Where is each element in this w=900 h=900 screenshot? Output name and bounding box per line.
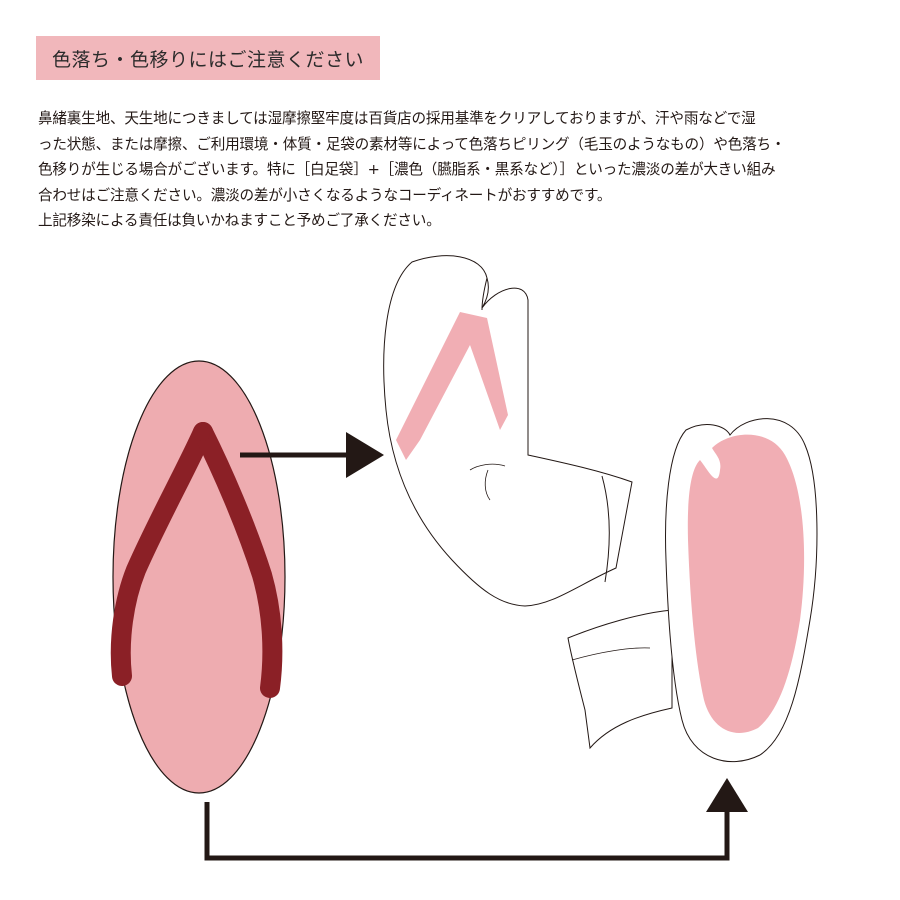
- paragraph-line: 合わせはご注意ください。濃淡の差が小さくなるようなコーディネートがおすすめです。: [38, 186, 612, 204]
- arrow-up-icon: [204, 778, 748, 861]
- section-title: 色落ち・色移りにはご注意ください: [36, 36, 381, 80]
- arrow-right-icon: [240, 432, 384, 478]
- tabi-sock-icon: [383, 255, 633, 607]
- paragraph-line: 鼻緒裏生地、天生地につきましては湿摩擦堅牢度は百貨店の採用基準をクリアしておりま…: [38, 110, 756, 127]
- paragraph-line: 上記移染による責任は負いかねますこと予めご了承ください。: [38, 212, 441, 229]
- section-title-text: 色落ち・色移りにはご注意ください: [52, 48, 365, 71]
- tabi-sole-icon: [567, 418, 818, 763]
- notice-paragraph: 鼻緒裏生地、天生地につきましては湿摩擦堅牢度は百貨店の採用基準をクリアしておりま…: [38, 106, 868, 234]
- paragraph-line: った状態、または摩擦、ご利用環境・体質・足袋の素材等によって色落ちピリング（毛玉…: [38, 135, 786, 153]
- zori-sandal-icon: [110, 360, 286, 794]
- paragraph-line: 色移りが生じる場合がございます。特に［白足袋］+［濃色（臙脂系・黒系など）］とい…: [38, 161, 776, 178]
